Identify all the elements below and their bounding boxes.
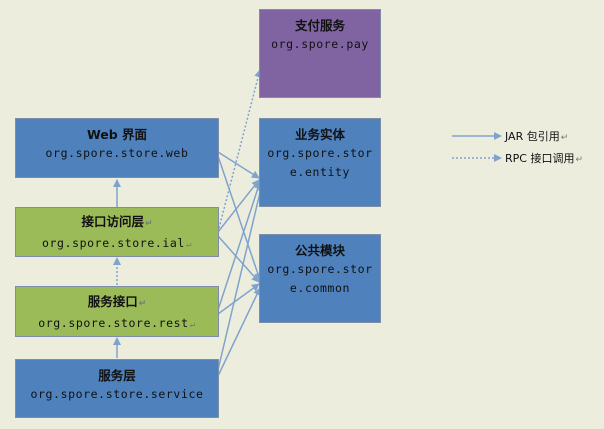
solid-arrow-icon xyxy=(452,132,502,140)
return-mark-icon: ↵ xyxy=(185,240,192,250)
business-entity-package-line1: org.spore.stor xyxy=(267,146,373,160)
service-layer-title: 服务层 xyxy=(98,368,136,383)
return-mark-icon: ↵ xyxy=(138,299,147,309)
return-mark-icon: ↵ xyxy=(189,320,196,330)
web-layer-title: Web 界面 xyxy=(86,127,148,142)
arrow-web-to-entity xyxy=(217,151,260,179)
service-interface-package: org.spore.store.rest xyxy=(38,316,189,330)
return-mark-icon: ↵ xyxy=(144,219,153,229)
interface-access-layer-box: 接口访问层↵ org.spore.store.ial↵ xyxy=(15,207,219,257)
service-layer-package: org.spore.store.service xyxy=(30,387,204,401)
arrow-service-to-entity xyxy=(217,183,265,371)
legend: JAR 包引用↵ RPC 接口调用↵ xyxy=(450,128,600,168)
web-layer-box: Web 界面 org.spore.store.web xyxy=(15,118,219,178)
interface-access-layer-title: 接口访问层 xyxy=(81,214,144,229)
return-mark-icon: ↵ xyxy=(575,155,584,165)
business-entity-title: 业务实体 xyxy=(294,127,345,142)
payment-service-title: 支付服务 xyxy=(294,18,345,33)
service-interface-title: 服务接口 xyxy=(87,294,138,309)
arrow-rest-to-entity xyxy=(217,181,262,311)
web-layer-package: org.spore.store.web xyxy=(45,146,189,160)
common-module-package-line1: org.spore.stor xyxy=(267,262,373,276)
service-layer-box: 服务层 org.spore.store.service xyxy=(15,359,219,418)
arrow-ial-to-common xyxy=(217,235,260,283)
dotted-arrow-icon xyxy=(452,154,502,162)
legend-jar-label: JAR 包引用 xyxy=(505,130,560,143)
payment-service-box: 支付服务 org.spore.pay xyxy=(259,9,381,98)
interface-access-layer-package: org.spore.store.ial xyxy=(42,236,185,250)
payment-service-package: org.spore.pay xyxy=(271,37,369,51)
arrow-ial-to-entity xyxy=(217,179,260,233)
arrow-rest-to-common xyxy=(217,283,260,315)
arrow-service-to-common xyxy=(217,287,261,377)
return-mark-icon: ↵ xyxy=(560,133,569,143)
service-interface-box: 服务接口↵ org.spore.store.rest↵ xyxy=(15,286,219,337)
legend-rpc-label: RPC 接口调用 xyxy=(505,152,575,165)
arrow-web-to-common xyxy=(217,155,262,281)
common-module-title: 公共模块 xyxy=(294,243,345,258)
common-module-package-line2: e.common xyxy=(289,281,351,295)
rpc-arrow-ial-to-pay xyxy=(217,69,263,233)
business-entity-box: 业务实体 org.spore.stor e.entity xyxy=(259,118,381,207)
common-module-box: 公共模块 org.spore.stor e.common xyxy=(259,234,381,323)
business-entity-package-line2: e.entity xyxy=(289,165,351,179)
